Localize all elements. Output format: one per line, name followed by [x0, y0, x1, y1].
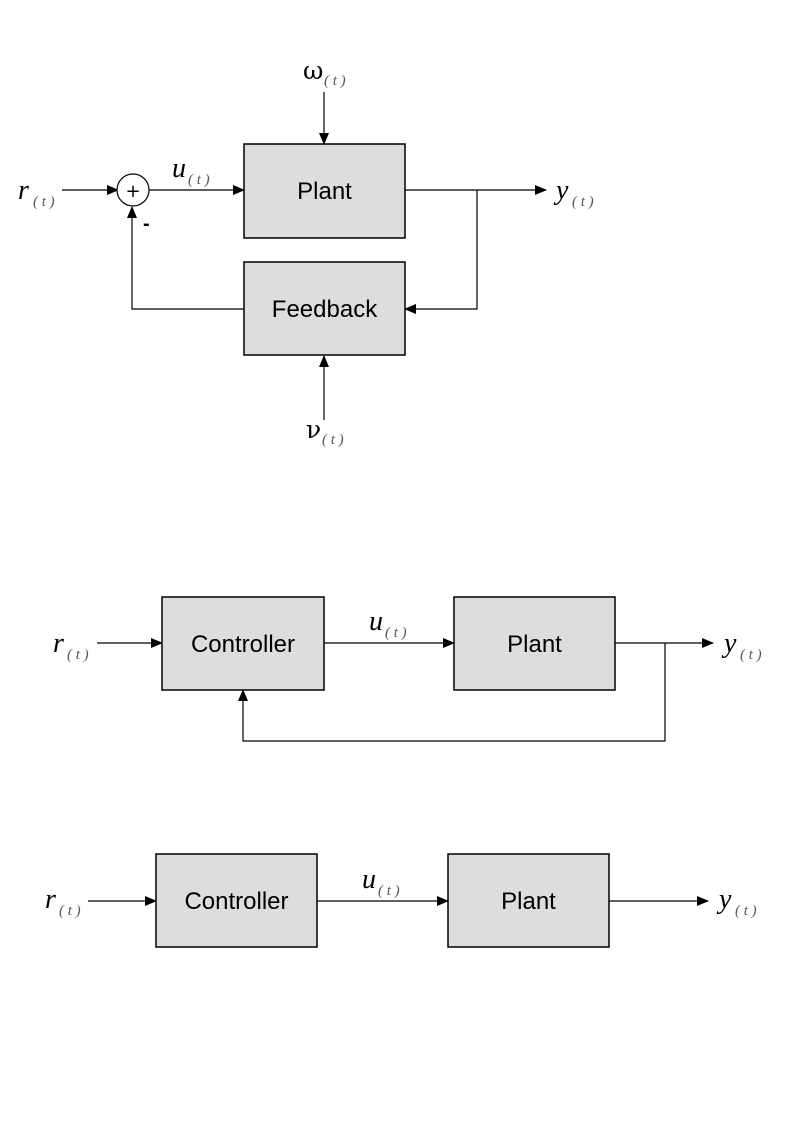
- output-signal-label: y ( t ): [721, 628, 762, 663]
- svg-text:( t ): ( t ): [385, 625, 407, 641]
- svg-text:( t ): ( t ): [322, 432, 344, 448]
- summing-junction-plus: +: [125, 181, 140, 202]
- controller-block-label: Controller: [191, 631, 295, 658]
- output-signal-label: y ( t ): [716, 884, 757, 919]
- plant-block-label: Plant: [297, 178, 352, 205]
- feedback-return-wire: [127, 206, 244, 310]
- svg-text:y: y: [716, 884, 732, 915]
- controller-block: Controller: [155, 853, 318, 948]
- svg-text:( t ): ( t ): [188, 172, 210, 188]
- closed-loop-diagram: Controller Plant r ( t ) u ( t ) y ( t ): [53, 596, 762, 742]
- control-signal-label: u ( t ): [362, 864, 400, 899]
- reference-signal-label: r ( t ): [45, 884, 81, 919]
- plant-block-label: Plant: [507, 631, 562, 658]
- svg-text:u: u: [362, 864, 376, 895]
- svg-text:( t ): ( t ): [378, 883, 400, 899]
- output-signal-label: y ( t ): [553, 175, 594, 210]
- feedback-block: Feedback: [243, 261, 406, 356]
- svg-text:y: y: [721, 628, 737, 659]
- summing-junction: +: [116, 173, 150, 207]
- svg-text:r: r: [53, 628, 64, 659]
- svg-text:( t ): ( t ): [59, 903, 81, 919]
- svg-text:( t ): ( t ): [740, 647, 762, 663]
- svg-text:ω: ω: [303, 56, 323, 85]
- svg-text:( t ): ( t ): [572, 194, 594, 210]
- svg-text:( t ): ( t ): [33, 194, 55, 210]
- control-signal-label: u ( t ): [172, 153, 210, 188]
- open-loop-diagram: Controller Plant r ( t ) u ( t ) y ( t ): [45, 853, 757, 948]
- reference-signal-label: r ( t ): [53, 628, 89, 663]
- output-feedback-wire: [404, 190, 478, 314]
- svg-text:r: r: [45, 884, 56, 915]
- svg-text:ν: ν: [306, 415, 321, 444]
- svg-text:r: r: [18, 175, 29, 206]
- plant-block: Plant: [453, 596, 616, 691]
- svg-text:u: u: [369, 606, 383, 637]
- plant-block-label: Plant: [501, 888, 556, 915]
- plant-block: Plant: [243, 143, 406, 239]
- controller-block: Controller: [161, 596, 325, 691]
- reference-signal-label: r ( t ): [18, 175, 55, 210]
- disturbance-signal-label: ω ( t ): [303, 56, 346, 89]
- svg-text:y: y: [553, 175, 569, 206]
- svg-text:u: u: [172, 153, 186, 184]
- svg-text:( t ): ( t ): [67, 647, 89, 663]
- feedback-block-label: Feedback: [272, 296, 378, 323]
- feedback-return-wire: [238, 643, 666, 742]
- controller-block-label: Controller: [184, 888, 288, 915]
- svg-text:( t ): ( t ): [735, 903, 757, 919]
- svg-text:( t ): ( t ): [324, 73, 346, 89]
- control-signal-label: u ( t ): [369, 606, 407, 641]
- feedback-minus-sign: -: [143, 213, 150, 235]
- feedback-loop-diagram: + - Plant Feedback r ( t ) u ( t ) ω ( t…: [18, 56, 594, 448]
- noise-signal-label: ν ( t ): [306, 415, 344, 448]
- plant-block: Plant: [447, 853, 610, 948]
